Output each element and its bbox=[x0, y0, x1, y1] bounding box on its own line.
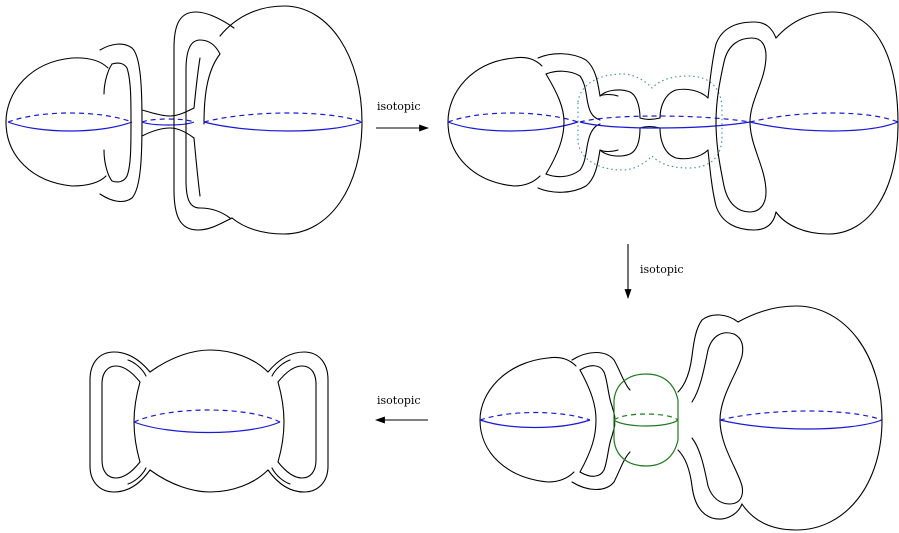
panel-bottom-left bbox=[90, 350, 328, 492]
left-sphere bbox=[448, 57, 578, 186]
right-equator bbox=[204, 122, 362, 131]
left-sphere bbox=[480, 357, 590, 482]
panel-top-left bbox=[6, 6, 362, 234]
right-sphere bbox=[720, 306, 882, 530]
arrow-top-right-label: isotopic bbox=[377, 100, 421, 113]
left-handle bbox=[90, 352, 150, 492]
central-equator bbox=[134, 422, 280, 433]
left-handle bbox=[538, 54, 618, 193]
arrow-top-right: isotopic bbox=[376, 100, 428, 128]
right-sphere bbox=[204, 6, 362, 234]
green-equator bbox=[614, 420, 678, 426]
arrow-down-label: isotopic bbox=[640, 263, 684, 276]
neck-bulbs bbox=[578, 74, 750, 170]
left-handle bbox=[572, 353, 630, 490]
arrow-down: isotopic bbox=[628, 244, 684, 298]
arrow-bottom-left: isotopic bbox=[376, 394, 428, 420]
right-handle bbox=[268, 352, 328, 492]
left-equator bbox=[8, 122, 132, 131]
right-sphere bbox=[750, 12, 898, 234]
green-sphere bbox=[614, 374, 678, 466]
central-sphere bbox=[134, 350, 284, 492]
arrow-bottom-left-label: isotopic bbox=[377, 394, 421, 407]
left-sphere bbox=[6, 58, 132, 186]
panel-top-right bbox=[448, 12, 898, 234]
left-handle bbox=[100, 44, 142, 201]
panel-bottom-right bbox=[480, 306, 882, 530]
